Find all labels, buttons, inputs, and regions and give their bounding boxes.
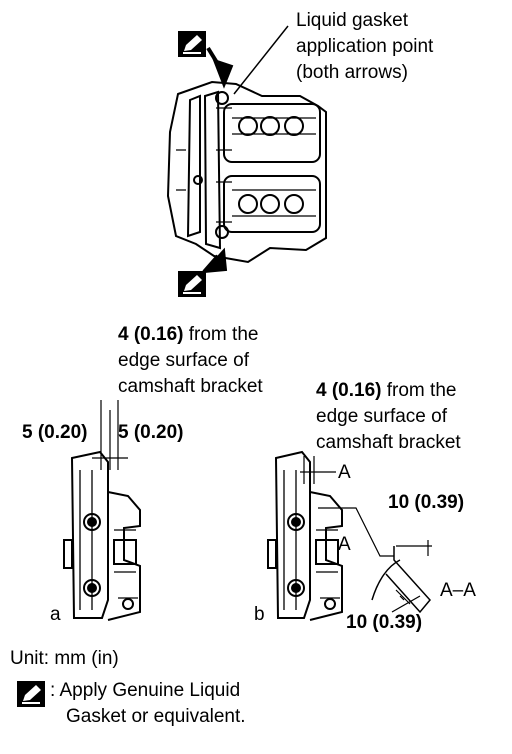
application-arrows <box>201 25 289 274</box>
section-a-label: a <box>50 604 61 625</box>
pen-in-box-icon <box>177 270 207 298</box>
pen-in-box-icon <box>177 30 207 58</box>
right-dimension-suffix: from the <box>381 380 457 401</box>
callout-line-3: (both arrows) <box>296 62 408 83</box>
gasket-note-line-1: : Apply Genuine Liquid <box>50 680 241 701</box>
section-b-label: b <box>254 604 265 625</box>
callout-line-1: Liquid gasket <box>296 10 408 31</box>
unit-note: Unit: mm (in) <box>10 648 119 669</box>
right-dimension-value: 4 (0.16) <box>316 380 382 401</box>
right-dimension-line-3: camshaft bracket <box>316 432 461 453</box>
gasket-note-line-2: Gasket or equivalent. <box>66 706 246 727</box>
left-dimension-suffix: from the <box>183 324 259 345</box>
right-dimension-line-1: 4 (0.16) from the <box>316 380 456 402</box>
callout-line-2: application point <box>296 36 434 57</box>
left-offset-dimension: 5 (0.20) <box>22 422 88 443</box>
right-dimension-line-2: edge surface of <box>316 406 447 427</box>
detail-dimension-top: 10 (0.39) <box>388 492 465 513</box>
section-a-drawing <box>63 400 141 621</box>
section-mark-top: A <box>338 462 351 483</box>
left-dimension-line-2: edge surface of <box>118 350 249 371</box>
cylinder-head-illustration <box>166 80 327 264</box>
detail-dimension-bottom: 10 (0.39) <box>346 612 423 633</box>
left-dimension-value: 4 (0.16) <box>118 324 184 345</box>
right-offset-dimension: 5 (0.20) <box>118 422 184 443</box>
section-mark-bottom: A <box>338 534 351 555</box>
left-dimension-line-3: camshaft bracket <box>118 376 263 397</box>
pen-in-box-icon <box>16 680 46 708</box>
section-view-label: A–A <box>440 580 476 601</box>
left-dimension-line-1: 4 (0.16) from the <box>118 324 258 346</box>
section-b-drawing <box>267 450 432 621</box>
